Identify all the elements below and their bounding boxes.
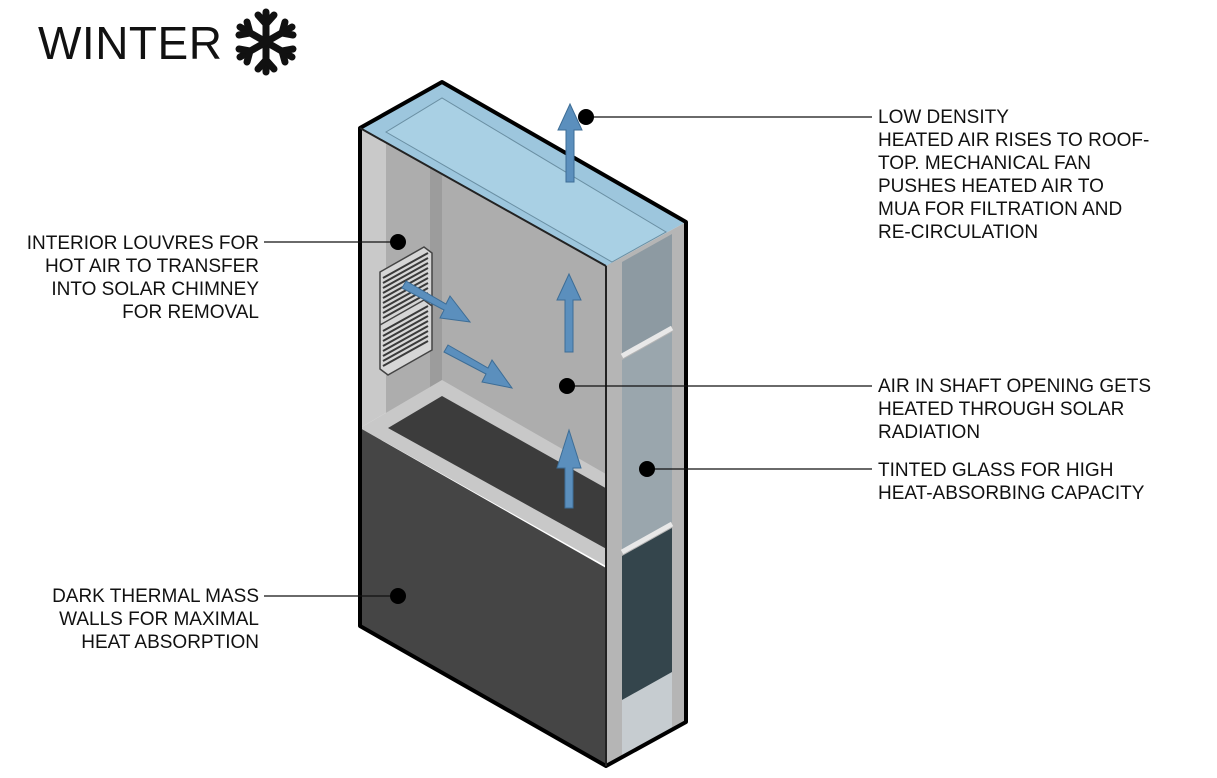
callout-line: INTO SOLAR CHIMNEY [51, 279, 259, 300]
callout-line: LOW DENSITY [878, 107, 1009, 128]
louvre-slat [382, 277, 429, 304]
up-arrow-roof [557, 102, 583, 183]
callout-line: TOP. MECHANICAL FAN [878, 153, 1091, 174]
top-edge-line [359, 127, 607, 267]
callout-line: WALLS FOR MAXIMAL [59, 609, 259, 630]
callout-line: FOR REMOVAL [122, 302, 259, 323]
top-glass-inner [385, 97, 668, 263]
louvre-slat [382, 310, 429, 337]
callout-line: DARK THERMAL MASS [52, 586, 259, 607]
callout-tinted-glass: TINTED GLASS FOR HIGH HEAT-ABSORBING CAP… [878, 459, 1144, 505]
louvre-slat [382, 340, 429, 367]
diagram-title: WINTER [38, 17, 223, 69]
louvre-slat [382, 267, 429, 294]
louvre-slat [382, 252, 429, 279]
tinted-glass-upper [622, 234, 672, 354]
louvre-slat [382, 305, 429, 332]
callout-line: PUSHES HEATED AIR TO [878, 176, 1104, 197]
ledge-recess [388, 396, 666, 552]
callout-line: HEAT-ABSORBING CAPACITY [878, 483, 1145, 504]
chimney-outline [358, 80, 688, 768]
up-arrow-low [556, 428, 582, 509]
callout-line: RE-CIRCULATION [878, 222, 1039, 243]
tinted-glass-lower [622, 528, 672, 726]
diagonal-arrow-lower [443, 344, 514, 389]
louvre-slat [382, 257, 429, 284]
glass-mullion-2 [620, 521, 674, 555]
louvre-slat [382, 262, 429, 289]
up-arrow-mid [556, 272, 582, 353]
snowflake-icon [235, 8, 297, 76]
callout-shaft-air: AIR IN SHAFT OPENING GETS HEATED THROUGH… [878, 375, 1151, 444]
callout-thermal-mass: DARK THERMAL MASS WALLS FOR MAXIMAL HEAT… [52, 585, 259, 654]
callout-line: HEATED THROUGH SOLAR [878, 399, 1125, 420]
callout-line: HOT AIR TO TRANSFER [45, 256, 259, 277]
louvre-slat [382, 330, 429, 357]
callout-line: MUA FOR FILTRATION AND [878, 199, 1123, 220]
diagonal-arrow-upper [401, 280, 472, 323]
louvre-slat [382, 325, 429, 352]
callout-line: INTERIOR LOUVRES FOR [26, 233, 259, 254]
dark-thermal-mass-wall [360, 428, 606, 766]
louvre-slat [382, 335, 429, 362]
louvre-slat [382, 282, 429, 309]
callout-line: HEATED AIR RISES TO ROOF- [878, 130, 1150, 151]
callout-line: TINTED GLASS FOR HIGH [878, 460, 1114, 481]
callout-dots [390, 109, 655, 604]
louvre-slat [382, 320, 429, 347]
callout-low-density: LOW DENSITY HEATED AIR RISES TO ROOF- TO… [878, 106, 1149, 244]
airflow-arrows [401, 102, 583, 509]
louvre-slat [382, 315, 429, 342]
callout-leaders [264, 116, 872, 597]
callout-line: HEAT ABSORPTION [81, 632, 259, 653]
tinted-glass-mid [622, 332, 672, 550]
callout-line: RADIATION [878, 422, 981, 443]
glass-mullion-1 [620, 325, 674, 359]
callout-line: AIR IN SHAFT OPENING GETS [878, 376, 1152, 397]
callout-louvres: INTERIOR LOUVRES FOR HOT AIR TO TRANSFER… [27, 232, 259, 324]
